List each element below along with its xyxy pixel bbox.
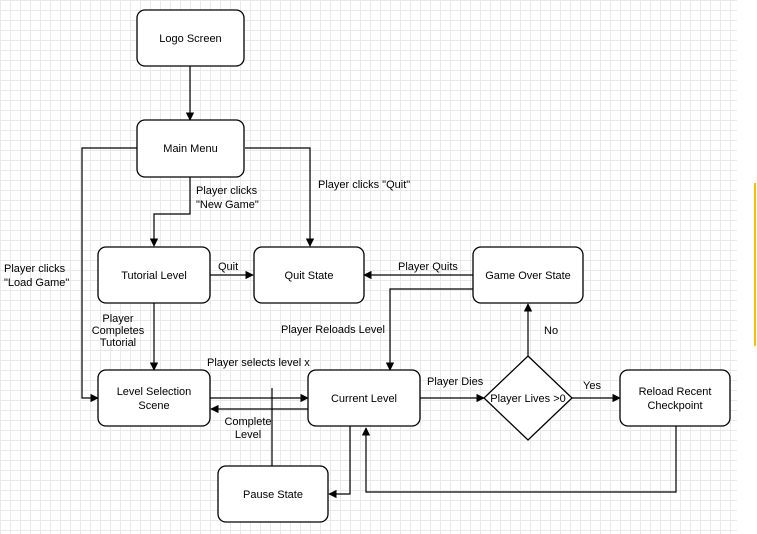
- node-tutorial-level-label: Tutorial Level: [121, 270, 187, 282]
- label-reloads-level: Player Reloads Level: [281, 324, 385, 336]
- node-reload-checkpoint-label-1: Reload Recent: [639, 386, 712, 398]
- node-level-selection[interactable]: Level Selection Scene: [97, 369, 211, 427]
- node-quit-state-label: Quit State: [285, 270, 334, 282]
- node-reload-checkpoint[interactable]: Reload Recent Checkpoint: [619, 369, 731, 427]
- scroll-marker: [754, 183, 756, 346]
- edge-menu-to-quit: [245, 147, 315, 247]
- node-logo-screen[interactable]: Logo Screen: [136, 9, 245, 67]
- node-main-menu[interactable]: Main Menu: [136, 119, 245, 178]
- node-logo-screen-label: Logo Screen: [159, 33, 221, 45]
- node-player-lives[interactable]: Player Lives >0: [483, 355, 573, 441]
- label-completes-tutorial: Player Completes Tutorial: [92, 313, 145, 349]
- node-game-over-state[interactable]: Game Over State: [472, 246, 584, 304]
- node-level-selection-label-1: Level Selection: [117, 386, 192, 398]
- node-pause-state-label: Pause State: [243, 489, 303, 501]
- label-new-game: Player clicks "New Game": [196, 185, 259, 211]
- node-player-lives-label: Player Lives >0: [490, 393, 566, 405]
- label-quit: Quit: [218, 261, 238, 273]
- label-complete-level-line-2: Level: [235, 429, 261, 441]
- label-player-dies: Player Dies: [427, 376, 484, 388]
- label-complete-level: Complete Level: [224, 416, 271, 441]
- right-edge-strip: [737, 0, 757, 534]
- edge-current-to-pause: [328, 426, 351, 499]
- node-game-over-state-label: Game Over State: [485, 270, 571, 282]
- label-new-game-line-2: "New Game": [196, 199, 259, 211]
- node-level-selection-label-2: Scene: [138, 400, 169, 412]
- node-tutorial-level[interactable]: Tutorial Level: [97, 246, 211, 304]
- label-no: No: [544, 325, 558, 337]
- label-complete-level-line-1: Complete: [224, 416, 271, 428]
- edge-gameover-to-current: [385, 288, 473, 371]
- label-load-game: Player clicks "Load Game": [4, 263, 69, 289]
- node-current-level[interactable]: Current Level: [307, 369, 421, 427]
- label-completes-tutorial-line-2: Completes: [92, 325, 145, 337]
- label-yes: Yes: [583, 380, 601, 392]
- label-quit-click: Player clicks "Quit": [318, 179, 410, 191]
- node-current-level-label: Current Level: [331, 393, 397, 405]
- label-load-game-line-1: Player clicks: [4, 263, 66, 275]
- label-selects-level: Player selects level x: [207, 357, 310, 369]
- node-main-menu-label: Main Menu: [163, 143, 217, 155]
- label-completes-tutorial-line-1: Player: [102, 313, 134, 325]
- edge-reload-to-current: [361, 426, 677, 493]
- node-reload-checkpoint-label-2: Checkpoint: [647, 400, 702, 412]
- label-new-game-line-1: Player clicks: [196, 185, 258, 197]
- node-quit-state[interactable]: Quit State: [253, 246, 365, 304]
- label-player-quits: Player Quits: [398, 261, 458, 273]
- edge-menu-to-levelselect: [81, 147, 137, 403]
- label-load-game-line-2: "Load Game": [4, 277, 69, 289]
- edge-menu-to-tutorial: [149, 177, 191, 247]
- node-pause-state[interactable]: Pause State: [217, 465, 329, 523]
- label-completes-tutorial-line-3: Tutorial: [100, 337, 136, 349]
